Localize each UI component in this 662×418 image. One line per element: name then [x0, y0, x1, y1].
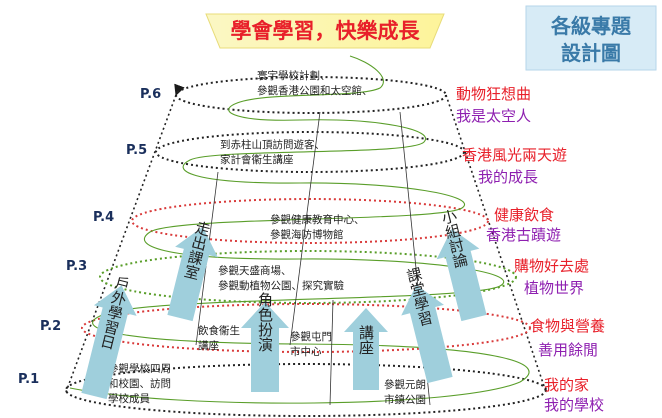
activity-p6-line2: 參觀香港公園和太空館、: [257, 84, 373, 97]
activity-p4-line1: 參觀健康教育中心、: [270, 213, 365, 226]
topic-p5-2: 我的成長: [478, 168, 538, 186]
activity-p6-line1: 寰宇學校計劃、: [257, 69, 331, 82]
activity-p5-line2: 家計會衞生講座: [220, 153, 294, 166]
grade-p3: P.3: [66, 259, 87, 274]
topic-p5-1: 香港風光兩天遊: [462, 146, 567, 164]
activity-p1a-line3: 學校成員: [108, 392, 150, 405]
ring-p1: [65, 363, 547, 417]
grade-p1: P.1: [18, 372, 39, 387]
activity-p3-line1: 參觀天盛商場、: [218, 264, 292, 277]
ring-p5: [155, 131, 465, 173]
side-title-line2: 設計圖: [561, 41, 621, 65]
grade-p6: P.6: [140, 87, 161, 102]
activity-p2b-line1: 參觀屯門: [290, 330, 332, 343]
activity-p1a-line1: 參觀學校四周: [108, 362, 171, 375]
topic-labels: 動物狂想曲 我是太空人 香港風光兩天遊 我的成長 健康飲食 香港古蹟遊 購物好去…: [456, 85, 605, 414]
activity-p1b-line1: 參觀元朗: [384, 378, 426, 391]
activity-p2a-line2: 講座: [198, 339, 219, 352]
activity-p3-line2: 參觀動植物公園、探究實驗: [218, 279, 344, 292]
ring-p2: [81, 303, 531, 353]
activity-texts: 寰宇學校計劃、 參觀香港公園和太空館、 到赤柱山頂訪問遊客、 家計會衞生講座 參…: [108, 69, 426, 406]
topic-p3-2: 植物世界: [524, 279, 584, 297]
topic-p4-2: 香港古蹟遊: [486, 226, 561, 244]
ring-p4: [131, 198, 489, 244]
activity-p5-line1: 到赤柱山頂訪問遊客、: [220, 138, 325, 151]
activity-p4-line2: 參觀海防博物館: [270, 228, 344, 241]
topic-p2-2: 善用餘閒: [538, 341, 598, 359]
activity-p1a-line2: 和校園、訪問: [108, 377, 171, 390]
cone-outline: [65, 83, 547, 393]
method-arrow-classroom: 課堂學習: [401, 265, 453, 384]
activity-p2a-line1: 飲食衞生: [198, 324, 240, 337]
side-title-line1: 各級專題: [550, 14, 632, 38]
topic-p2-1: 食物與營養: [530, 317, 605, 335]
side-title-box: 各級專題 設計圖: [525, 5, 657, 71]
method-label-roleplay: 角色扮演: [256, 292, 274, 352]
topic-p6-1: 動物狂想曲: [456, 85, 531, 103]
method-label-talk: 講座: [357, 325, 375, 355]
level-rings: [65, 76, 547, 417]
activity-p1b-line2: 市鎮公園: [384, 393, 426, 406]
ring-p6: [175, 76, 447, 114]
topic-p1-2: 我的學校: [544, 396, 604, 414]
grade-p5: P.5: [126, 143, 147, 158]
method-arrow-talk: 講座: [344, 308, 388, 390]
grade-p4: P.4: [93, 210, 114, 225]
grade-p2: P.2: [40, 319, 61, 334]
grade-labels: P.6 P.5 P.4 P.3 P.2 P.1: [18, 87, 161, 387]
method-arrow-roleplay: 角色扮演: [241, 292, 289, 392]
topic-p1-1: 我的家: [544, 376, 589, 394]
title-text: 學會學習，快樂成長: [231, 19, 421, 43]
title-banner: 學會學習，快樂成長: [205, 13, 445, 49]
topic-p3-1: 購物好去處: [514, 257, 589, 275]
topic-p4-1: 健康飲食: [494, 206, 554, 224]
method-arrow-out-class: 走出課室: [167, 219, 218, 322]
ring-p3: [99, 250, 517, 304]
activity-p2b-line2: 市中心: [290, 345, 322, 358]
topic-p6-2: 我是太空人: [456, 107, 531, 125]
